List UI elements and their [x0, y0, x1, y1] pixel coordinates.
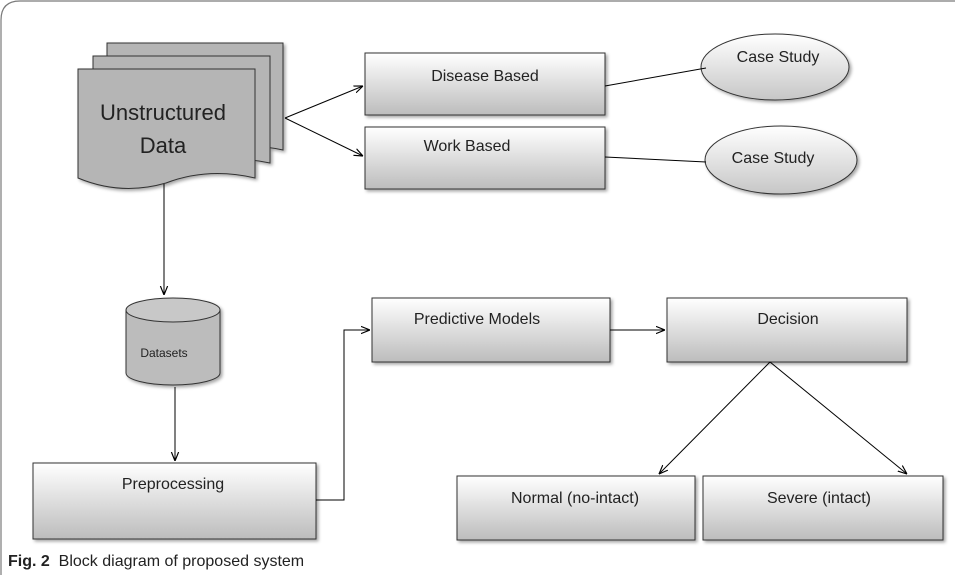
arrow-preprocessing-to-predictive: [316, 330, 370, 501]
datasets-cylinder: [125, 297, 221, 386]
figure-label: Fig. 2: [8, 553, 50, 570]
line-disease-to-case-study: [604, 67, 707, 87]
preprocessing-label: Preprocessing: [122, 476, 224, 493]
arrow-decision-to-severe: [769, 361, 907, 474]
normal-box: [456, 475, 696, 541]
predictive-models-label: Predictive Models: [414, 311, 540, 328]
case-study-label-2: Case Study: [732, 150, 815, 167]
decision-box: [666, 297, 908, 363]
decision-label: Decision: [757, 311, 818, 328]
predictive-models-box: [371, 297, 611, 363]
case-study-label-1: Case Study: [737, 49, 820, 66]
figure-caption: Fig. 2 Block diagram of proposed system: [8, 553, 304, 571]
case-study-ellipse-1: [700, 33, 850, 101]
line-work-to-case-study: [604, 156, 707, 163]
work-based-box: [364, 126, 606, 190]
arrow-data-to-work: [284, 117, 363, 156]
case-study-ellipse-2: [704, 125, 858, 195]
normal-label: Normal (no-intact): [511, 490, 639, 507]
severe-label: Severe (intact): [767, 490, 871, 507]
severe-box: [702, 475, 944, 541]
unstructured-data-label-line1: Unstructured: [100, 100, 226, 125]
figure-caption-text: Block diagram of proposed system: [58, 553, 305, 570]
disease-based-label: Disease Based: [431, 68, 539, 85]
preprocessing-box: [32, 462, 317, 540]
datasets-label: Datasets: [140, 346, 187, 360]
arrow-decision-to-normal: [659, 361, 771, 474]
arrow-data-to-disease: [284, 86, 363, 119]
unstructured-data-document: [77, 42, 284, 189]
unstructured-data-label-line2: Data: [140, 133, 187, 158]
disease-based-box: [364, 52, 606, 116]
work-based-label: Work Based: [424, 138, 511, 155]
